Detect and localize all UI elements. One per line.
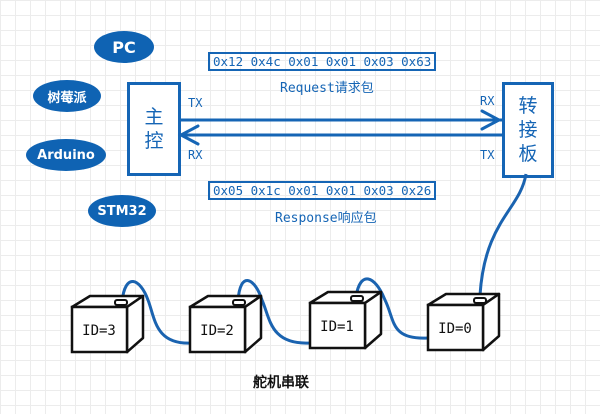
response-packet: 0x05 0x1c 0x01 0x01 0x03 0x26 xyxy=(208,181,437,200)
cable-adapter-to-id0 xyxy=(478,173,528,296)
adapter-label-2: 接 xyxy=(518,119,538,141)
servo-id2-label: ID=2 xyxy=(200,323,234,339)
servo-id1-label: ID=1 xyxy=(320,319,354,335)
main-controller-label-2: 控 xyxy=(144,130,164,152)
response-caption: Response响应包 xyxy=(275,211,377,226)
servo-id3: ID=3 xyxy=(70,294,145,354)
servo-id0: ID=0 xyxy=(426,292,501,352)
servo-id3-label: ID=3 xyxy=(82,323,116,339)
request-caption: Request请求包 xyxy=(280,81,374,96)
cable-id0-to-id1 xyxy=(354,277,429,340)
main-tx-label: TX xyxy=(188,96,203,110)
controller-raspberry-pi: 树莓派 xyxy=(33,80,101,112)
main-controller-box: 主 控 xyxy=(127,82,181,176)
adapter-label-3: 板 xyxy=(518,143,538,165)
servo-id1: ID=1 xyxy=(308,290,383,350)
controller-pc: PC xyxy=(94,31,154,63)
main-rx-label: RX xyxy=(188,148,203,162)
request-packet: 0x12 0x4c 0x01 0x01 0x03 0x63 xyxy=(208,52,437,71)
controller-arduino: Arduino xyxy=(26,139,106,171)
servo-id0-label: ID=0 xyxy=(438,321,472,337)
controller-stm32: STM32 xyxy=(88,195,156,227)
adapter-label-1: 转 xyxy=(518,95,538,117)
controller-raspberry-pi-label: 树莓派 xyxy=(47,90,87,106)
rx-arrowhead xyxy=(177,124,200,146)
controller-arduino-label: Arduino xyxy=(37,147,95,163)
controller-pc-label: PC xyxy=(112,37,136,57)
main-controller-label-1: 主 xyxy=(144,106,164,128)
response-bytes: 0x05 0x1c 0x01 0x01 0x03 0x26 xyxy=(213,183,432,198)
adapter-board-box: 转 接 板 xyxy=(502,82,554,178)
servo-id2: ID=2 xyxy=(188,294,263,354)
cable-id2-to-id3 xyxy=(120,280,193,345)
controller-stm32-label: STM32 xyxy=(97,203,147,219)
request-bytes: 0x12 0x4c 0x01 0x01 0x03 0x63 xyxy=(213,54,432,69)
adapter-rx-label: RX xyxy=(480,94,495,108)
adapter-tx-label: TX xyxy=(480,148,495,162)
tx-arrowhead xyxy=(480,109,503,131)
diagram-title: 舵机串联 xyxy=(253,375,309,391)
